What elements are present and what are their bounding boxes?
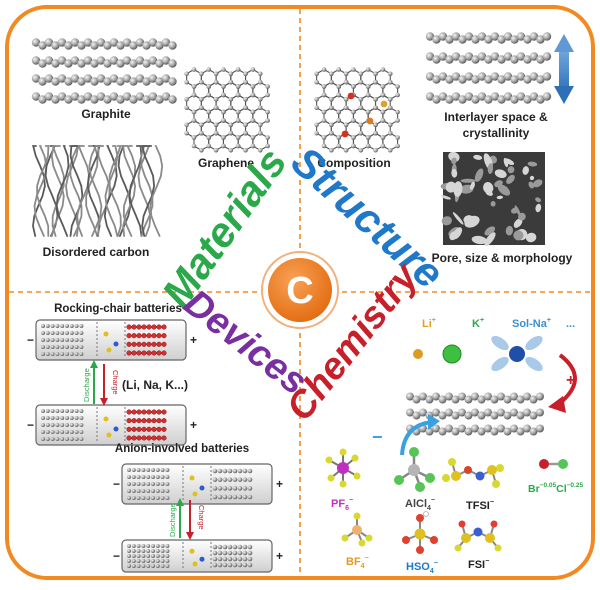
hso4-molecule bbox=[402, 511, 438, 554]
svg-text:+: + bbox=[276, 549, 283, 563]
svg-text:+: + bbox=[276, 477, 283, 491]
pore-size-morphology-label: Pore, size & morphology bbox=[432, 251, 573, 265]
doped-graphene-sheet bbox=[314, 67, 400, 153]
brcl-label: Br−0.05Cl−0.25 bbox=[528, 482, 583, 495]
svg-text:+: + bbox=[190, 333, 197, 347]
cation-plus-sign: + bbox=[566, 372, 575, 389]
solvated-na-cluster bbox=[491, 335, 543, 372]
center-carbon-circle bbox=[268, 258, 332, 322]
solvated-na-label: Sol-Na+ bbox=[512, 317, 551, 330]
anion-battery-bottom: −+ bbox=[113, 539, 283, 573]
disordered-carbon-label: Disordered carbon bbox=[43, 245, 150, 259]
tfsi-molecule bbox=[442, 458, 504, 488]
rocking-discharge-charge-arrows: Discharge Charge bbox=[82, 360, 120, 406]
host-graphite-layers bbox=[406, 392, 544, 436]
svg-text:−: − bbox=[27, 418, 34, 432]
anion-charge-label: Charge bbox=[197, 505, 206, 530]
interlayer-graphite bbox=[425, 32, 552, 104]
center-letter: C bbox=[286, 270, 313, 312]
svg-text:+: + bbox=[190, 418, 197, 432]
cation-insertion-arrow-icon bbox=[548, 353, 577, 413]
graphite-layers bbox=[31, 38, 177, 104]
fsi-label: FSI− bbox=[468, 558, 489, 571]
more-ions-ellipsis: ... bbox=[566, 318, 575, 330]
tfsi-label: TFSI− bbox=[466, 499, 494, 512]
k-ion-label: K+ bbox=[472, 317, 484, 330]
anion-insertion-arrow-icon bbox=[400, 414, 440, 456]
k-ion-sphere bbox=[442, 344, 462, 364]
disordered-carbon-fibers bbox=[32, 145, 164, 237]
graphene-sheet bbox=[184, 67, 270, 153]
rocking-chair-title: Rocking-chair batteries bbox=[54, 303, 182, 315]
li-ion-label: Li+ bbox=[422, 317, 436, 330]
discharge-label: Discharge bbox=[82, 368, 91, 402]
svg-text:−: − bbox=[113, 549, 120, 563]
pf6-molecule bbox=[325, 448, 361, 488]
graphite-label: Graphite bbox=[81, 107, 131, 121]
interlayer-label-line1: Interlayer space & bbox=[444, 110, 548, 124]
center-ring: C bbox=[261, 251, 339, 329]
alcl4-label: AlCl4− bbox=[405, 497, 435, 512]
pf6-label: PF6− bbox=[331, 497, 353, 512]
interlayer-label-line2: crystallinity bbox=[463, 126, 530, 140]
anion-discharge-label: Discharge bbox=[168, 503, 177, 537]
brcl-molecule bbox=[539, 459, 568, 469]
anion-battery-top: −+ bbox=[113, 463, 283, 505]
graphene-label: Graphene bbox=[198, 156, 254, 170]
composition-label: Composition bbox=[317, 156, 390, 170]
bf4-molecule bbox=[341, 512, 373, 547]
anion-minus-sign: − bbox=[372, 427, 383, 447]
fsi-molecule bbox=[454, 520, 502, 552]
svg-text:−: − bbox=[27, 333, 34, 347]
alcl4-molecule bbox=[394, 447, 435, 492]
rocking-chair-battery-discharged: −+ bbox=[27, 404, 197, 446]
rocking-chair-battery-charged: −+ bbox=[27, 319, 197, 361]
anion-involved-title: Anion-involved batteries bbox=[115, 443, 249, 455]
porous-carbon-image bbox=[440, 151, 545, 246]
li-ion-sphere bbox=[413, 349, 423, 359]
hso4-label: HSO4− bbox=[406, 560, 438, 575]
ion-types-label: (Li, Na, K...) bbox=[122, 378, 188, 392]
anion-discharge-charge-arrows: Discharge Charge bbox=[168, 498, 206, 540]
bf4-label: BF4− bbox=[346, 555, 369, 570]
svg-text:−: − bbox=[113, 477, 120, 491]
interlayer-double-arrow-icon bbox=[554, 34, 574, 104]
charge-label: Charge bbox=[111, 370, 120, 395]
